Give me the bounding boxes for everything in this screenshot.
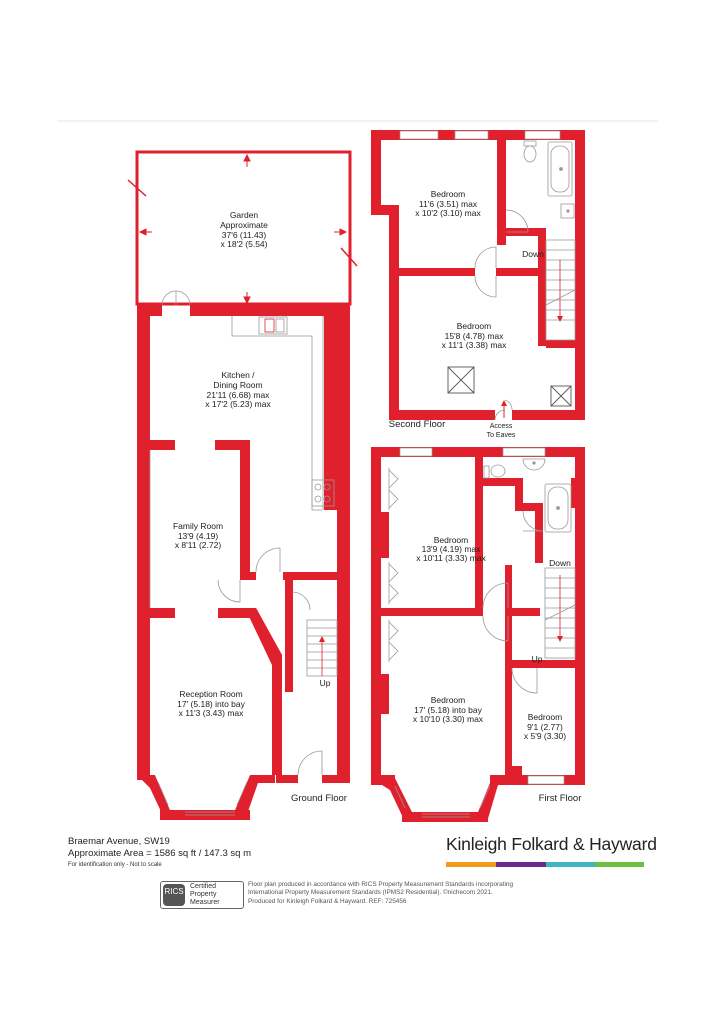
disclaimer-line-2: International Property Measurement Stand… bbox=[248, 889, 493, 897]
ff-bed1-dim1: 13'9 (4.19) max bbox=[422, 544, 482, 554]
hall-floor bbox=[293, 580, 337, 775]
ground-doors bbox=[217, 547, 323, 776]
second-doors bbox=[474, 246, 513, 421]
eaves-access-arrow bbox=[501, 400, 507, 418]
ff-bed2-floor bbox=[381, 616, 505, 775]
property-info: Braemar Avenue, SW19 Approximate Area = … bbox=[68, 836, 328, 868]
sf-down-label: Down bbox=[522, 249, 544, 259]
ff-bed3-dim1: 9'1 (2.77) bbox=[527, 722, 563, 732]
first-windows bbox=[399, 447, 565, 785]
ground-staircase bbox=[306, 619, 338, 677]
rics-line-2: Property bbox=[190, 891, 217, 898]
first-wardrobes bbox=[388, 468, 399, 662]
brand-bar-green bbox=[595, 862, 644, 867]
brand-name: Kinleigh Folkard & Hayward bbox=[446, 834, 657, 854]
ff-down-label: Down bbox=[549, 558, 571, 568]
brand-bar-teal bbox=[546, 862, 595, 867]
second-skylights bbox=[447, 366, 572, 407]
reception-dim2: x 11'3 (3.43) max bbox=[179, 708, 245, 718]
garden-dim2: x 18'2 (5.54) bbox=[221, 239, 268, 249]
rics-text: Certified Property Measurer bbox=[190, 883, 220, 907]
rics-line-1: Certified bbox=[190, 883, 217, 890]
kitchen-floor bbox=[150, 316, 322, 440]
sf-bed1-dim1: 11'6 (3.51) max bbox=[419, 199, 478, 209]
second-floor-plan bbox=[371, 130, 585, 421]
reception-label: Reception Room bbox=[179, 689, 242, 699]
ff-up-label: Up bbox=[532, 654, 543, 664]
family-dim1: 13'9 (4.19) bbox=[178, 531, 219, 541]
first-bathroom bbox=[483, 458, 572, 533]
family-dim2: x 8'11 (2.72) bbox=[175, 540, 222, 550]
ff-bed1-floor bbox=[381, 457, 475, 608]
ground-floor-plan bbox=[127, 150, 358, 820]
second-windows bbox=[399, 130, 561, 140]
family-label: Family Room bbox=[173, 521, 223, 531]
disclaimer-line-1: Floor plan produced in accordance with R… bbox=[248, 881, 513, 888]
property-area: Approximate Area = 1586 sq ft / 147.3 sq… bbox=[68, 848, 251, 859]
ff-bed1-dim2: x 10'11 (3.33) max bbox=[416, 553, 486, 563]
gf-up-label: Up bbox=[320, 678, 331, 688]
first-floor-title: First Floor bbox=[539, 793, 582, 804]
garden-arrows bbox=[127, 153, 358, 305]
second-walls bbox=[371, 130, 585, 420]
reception-floor bbox=[150, 618, 245, 775]
ff-bed1-label: Bedroom bbox=[434, 535, 469, 545]
kitchen-label-2: Dining Room bbox=[213, 380, 262, 390]
kitchen-dim2: x 17'2 (5.23) max bbox=[205, 399, 271, 409]
garden-label-2: Approximate bbox=[220, 220, 268, 230]
first-staircase bbox=[544, 567, 576, 659]
ground-bay-window bbox=[157, 781, 248, 816]
rics-logo-icon: RICS bbox=[163, 884, 185, 906]
access-label-1: Access bbox=[490, 423, 513, 430]
kitchen-counter bbox=[149, 316, 335, 608]
kitchen-annex-floor bbox=[250, 450, 322, 572]
property-address: Braemar Avenue, SW19 bbox=[68, 836, 170, 847]
disclaimer-line-3: Produced for Kinleigh Folkard & Hayward.… bbox=[248, 897, 407, 905]
ff-bed3-floor bbox=[522, 668, 575, 775]
first-floor-plan bbox=[371, 447, 585, 822]
sf-bed1-label: Bedroom bbox=[431, 189, 466, 199]
kitchen-annex-right bbox=[322, 510, 337, 572]
first-bay-window bbox=[394, 785, 491, 818]
sf-bed2-dim1: 15'8 (4.78) max bbox=[445, 331, 505, 341]
ff-bay-floor bbox=[395, 778, 490, 812]
ground-floor-title: Ground Floor bbox=[291, 793, 347, 804]
disclaimer: Floor plan produced in accordance with R… bbox=[248, 881, 568, 906]
kitchen-dim1: 21'11 (6.68) max bbox=[207, 390, 271, 400]
sf-bed1-dim2: x 10'2 (3.10) max bbox=[415, 208, 481, 218]
brand-bar-orange bbox=[446, 862, 496, 867]
sf-bed2-dim2: x 11'1 (3.38) max bbox=[442, 340, 508, 350]
kitchen-label: Kitchen / bbox=[221, 370, 255, 380]
sf-bed2-label: Bedroom bbox=[457, 321, 492, 331]
second-bathroom bbox=[505, 140, 575, 233]
first-doors bbox=[482, 582, 538, 694]
garden-label: Garden bbox=[230, 210, 259, 220]
rics-badge: RICS Certified Property Measurer bbox=[160, 881, 244, 909]
brand-bar-purple bbox=[496, 862, 546, 867]
rics-line-3: Measurer bbox=[190, 899, 220, 906]
first-walls-overlay bbox=[381, 482, 483, 714]
ff-bed3-dim2: x 5'9 (3.30) bbox=[524, 731, 566, 741]
room-labels: Garden Approximate 37'6 (11.43) x 18'2 (… bbox=[173, 189, 581, 804]
reception-dim1: 17' (5.18) into bay bbox=[177, 699, 246, 709]
ff-bed2-dim2: x 10'10 (3.30) max bbox=[413, 714, 484, 724]
ff-bed3-label: Bedroom bbox=[528, 712, 563, 722]
ff-bed2-label: Bedroom bbox=[431, 695, 466, 705]
rics-logo-text: RICS bbox=[164, 887, 184, 896]
family-floor bbox=[150, 450, 240, 608]
access-label-2: To Eaves bbox=[487, 432, 516, 439]
ff-bed2-dim1: 17' (5.18) into bay bbox=[414, 705, 483, 715]
second-staircase bbox=[545, 239, 576, 341]
hall-floor-lower bbox=[282, 660, 293, 775]
identification-note: For identification only - Not to scale bbox=[68, 862, 162, 868]
garden-dim1: 37'6 (11.43) bbox=[222, 230, 267, 240]
reception-bay-floor bbox=[155, 618, 272, 810]
garden-french-doors bbox=[161, 290, 191, 306]
ground-walls-overlay bbox=[245, 316, 324, 775]
second-floor-title: Second Floor bbox=[389, 419, 446, 430]
